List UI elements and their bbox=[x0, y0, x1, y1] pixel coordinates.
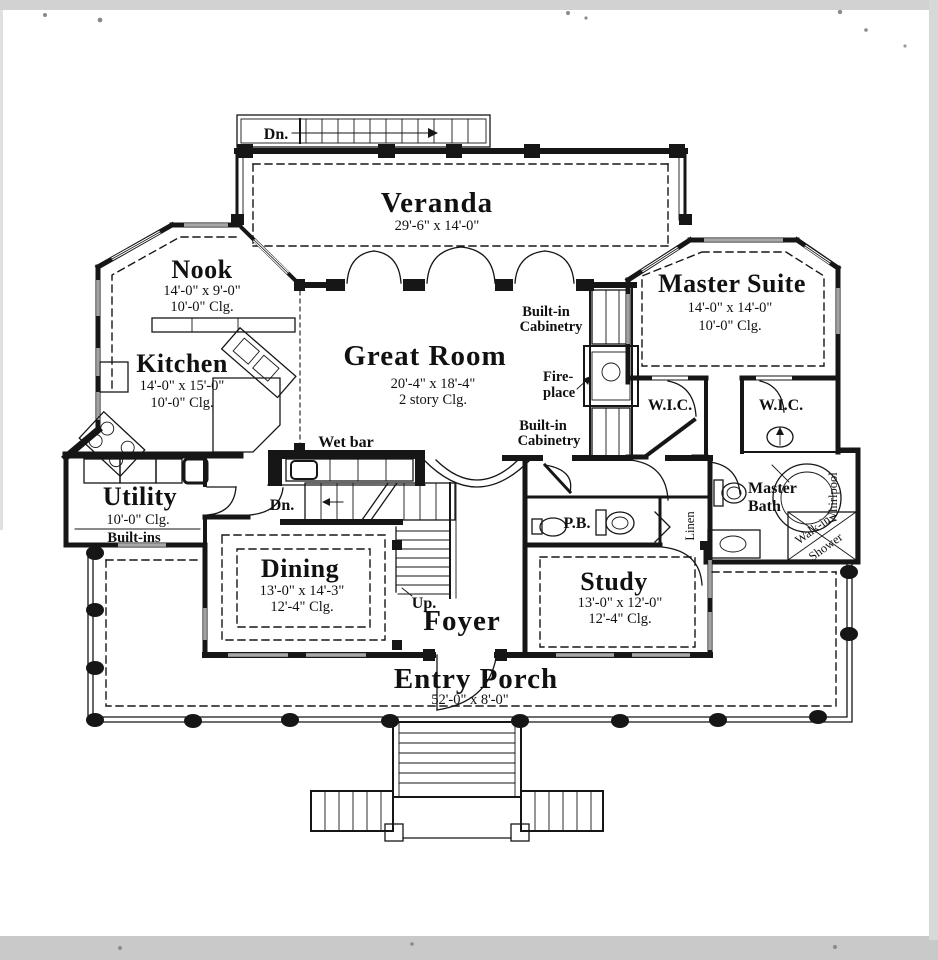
master-suite-label: Master Suite bbox=[658, 269, 806, 298]
veranda-label: Veranda bbox=[381, 187, 493, 219]
closet-hall: W.I.C. W.I.C. bbox=[625, 375, 841, 460]
dining-label: Dining bbox=[261, 554, 339, 583]
pb-toilet bbox=[595, 509, 635, 536]
builtin-lower-label1: Built-in bbox=[519, 418, 567, 434]
kitchen-label: Kitchen bbox=[136, 349, 228, 378]
pb-sink bbox=[531, 517, 567, 537]
wic-right-label: W.I.C. bbox=[759, 397, 803, 414]
utility-label: Utility bbox=[103, 482, 177, 511]
master-bath-label2: Bath bbox=[748, 498, 781, 515]
kitchen-island bbox=[212, 377, 281, 453]
nook-dims: 14'-0" x 9'-0" bbox=[163, 283, 241, 299]
main-stairs: Dn. Up. bbox=[202, 482, 457, 612]
entry-porch-label: Entry Porch bbox=[394, 663, 558, 695]
foyer: Foyer bbox=[202, 605, 713, 711]
wet-bar-sink bbox=[290, 460, 318, 480]
utility-sink bbox=[182, 457, 209, 485]
fireplace-label1: Fire- bbox=[543, 369, 573, 385]
study-label: Study bbox=[580, 567, 648, 596]
entry-porch: Entry Porch 52'-0" x 8'-0" bbox=[86, 546, 858, 728]
walkin-shower bbox=[787, 511, 857, 561]
whirlpool-label: Whirlpool bbox=[826, 472, 840, 524]
builtin-lower-label2: Cabinetry bbox=[518, 433, 582, 449]
nook-ceiling: 10'-0" Clg. bbox=[170, 299, 233, 315]
kitchen-ceiling: 10'-0" Clg. bbox=[150, 395, 213, 411]
builtin-cabinet-upper bbox=[591, 289, 631, 345]
utility-room: Utility 10'-0" Clg. Built-ins bbox=[62, 451, 244, 548]
veranda-stair: Dn. bbox=[236, 114, 491, 148]
dining-dims: 13'-0" x 14'-3" bbox=[260, 583, 345, 599]
wet-bar-label: Wet bar bbox=[318, 434, 374, 451]
utility-builtins: Built-ins bbox=[107, 530, 161, 546]
master-suite-ceiling: 10'-0" Clg. bbox=[698, 318, 761, 334]
study-room: Study 13'-0" x 12'-0" 12'-4" Clg. bbox=[522, 541, 713, 658]
kitchen: Kitchen 14'-0" x 15'-0" 10'-0" Clg. bbox=[78, 279, 305, 478]
fireplace-wall: Built-in Cabinetry Fire- place Built-in … bbox=[518, 287, 639, 459]
dining-ceiling: 12'-4" Clg. bbox=[270, 599, 333, 615]
entry-porch-dims: 52'-0" x 8'-0" bbox=[431, 692, 509, 708]
kitchen-dims: 14'-0" x 15'-0" bbox=[140, 378, 225, 394]
linen-door bbox=[654, 511, 671, 543]
master-suite-dims: 14'-0" x 14'-0" bbox=[688, 300, 773, 316]
nook-bay: Nook 14'-0" x 9'-0" 10'-0" Clg. bbox=[61, 221, 301, 462]
veranda-dims: 29'-6" x 14'-0" bbox=[395, 218, 480, 234]
master-bath: Whirlpool Walk-in Shower Master Bath bbox=[703, 447, 861, 565]
great-room: Great Room 20'-4" x 18'-4" 2 story Clg. bbox=[299, 246, 637, 488]
builtin-cabinet-lower bbox=[591, 407, 631, 459]
refrigerator bbox=[99, 361, 129, 393]
great-room-ceiling: 2 story Clg. bbox=[399, 392, 467, 408]
great-room-label: Great Room bbox=[343, 340, 506, 372]
dining-room: Dining 13'-0" x 14'-3" 12'-4" Clg. bbox=[202, 534, 402, 658]
kitchen-sink bbox=[220, 326, 297, 399]
wic-left-label: W.I.C. bbox=[648, 397, 692, 414]
study-dims: 13'-0" x 12'-0" bbox=[578, 595, 663, 611]
master-bath-label1: Master bbox=[748, 480, 797, 497]
stair-hall-down-label: Dn. bbox=[270, 497, 294, 514]
builtin-upper-label2: Cabinetry bbox=[520, 319, 584, 335]
wet-bar: Wet bar bbox=[267, 434, 426, 486]
nook-label: Nook bbox=[171, 255, 232, 284]
entry-steps bbox=[310, 721, 604, 842]
study-ceiling: 12'-4" Clg. bbox=[588, 611, 651, 627]
stove bbox=[78, 410, 146, 478]
master-suite: Master Suite 14'-0" x 14'-0" 10'-0" Clg. bbox=[624, 236, 842, 455]
veranda: Veranda 29'-6" x 14'-0" bbox=[231, 144, 692, 247]
porch-columns bbox=[86, 546, 858, 728]
foyer-label: Foyer bbox=[423, 605, 500, 637]
whirlpool-tub bbox=[772, 463, 842, 533]
stair-down-label: Dn. bbox=[264, 126, 288, 143]
stair-up-label: Up. bbox=[412, 595, 436, 612]
french-doors bbox=[346, 246, 575, 284]
bath-toilet bbox=[713, 479, 747, 507]
great-room-dims: 20'-4" x 18'-4" bbox=[391, 376, 476, 392]
fireplace-label2: place bbox=[543, 385, 576, 401]
pb-label: P.B. bbox=[564, 515, 591, 532]
linen-label: Linen bbox=[683, 511, 697, 541]
powder-bath: P.B. Linen bbox=[502, 455, 713, 548]
utility-ceiling: 10'-0" Clg. bbox=[106, 512, 169, 528]
builtin-upper-label1: Built-in bbox=[522, 304, 570, 320]
bath-vanity bbox=[707, 529, 761, 559]
